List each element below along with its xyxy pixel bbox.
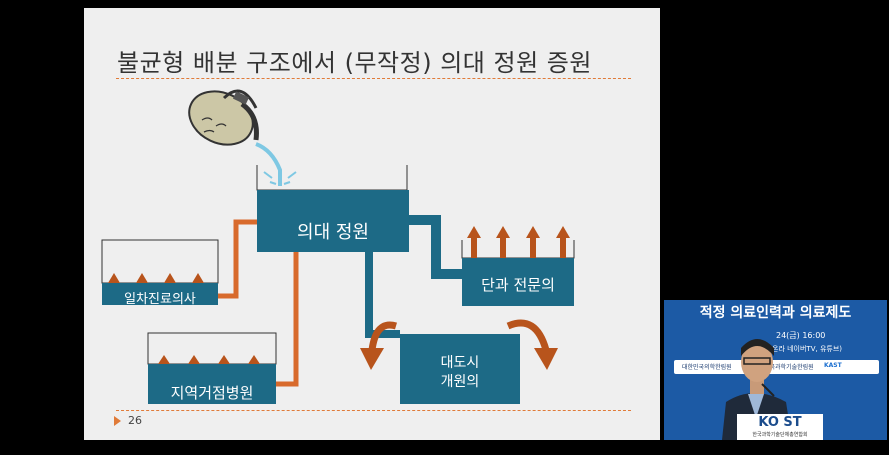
sponsor-logos-bar: 대한민국의학한림원 한국과학기술한림원 KAST [674, 360, 879, 374]
metro-line-1: 대도시 [440, 355, 480, 371]
pip-date: 24(금) 16:00 [776, 331, 826, 340]
metro-hospital-box [400, 334, 520, 404]
sponsor-logo-1: 대한민국의학한림원 [682, 364, 732, 371]
podium-logo: KO ST [758, 415, 802, 430]
podium-sign: KO ST 한국과학기술단체총연합회 [737, 414, 823, 440]
page-marker-icon [114, 416, 121, 426]
footer-divider [116, 410, 631, 411]
podium-subtitle: 한국과학기술단체총연합회 [752, 432, 808, 438]
water-pour-icon [255, 142, 297, 186]
title-divider [116, 78, 631, 79]
flow-diagram [101, 89, 575, 404]
presentation-slide: 불균형 배분 구조에서 (무작정) 의대 정원 증원 [84, 8, 660, 440]
pipes [217, 215, 462, 387]
page-number: 26 [128, 414, 142, 427]
sponsor-logo-2: 한국과학기술한림원 [764, 364, 814, 371]
metro-line-2: 개원의 [440, 374, 480, 390]
primary-care-box [102, 283, 218, 305]
uidae-box [257, 190, 409, 252]
specialist-label: 단과 전문의 [481, 276, 555, 294]
primary-care-label: 일차진료의사 [124, 292, 196, 307]
metro-hospital-label: 대도시 개원의 [400, 354, 520, 392]
regional-hospital-box [148, 364, 276, 404]
slide-title: 불균형 배분 구조에서 (무작정) 의대 정원 증원 [117, 49, 592, 77]
specialist-box [462, 258, 574, 306]
primary-care-arrows [108, 273, 204, 283]
sponsor-logo-3: KAST [824, 362, 842, 369]
pip-platform: 온라 네이버TV, 유튜브) [772, 345, 842, 353]
regional-hospital-arrows [158, 355, 260, 364]
uidae-quota-label: 의대 정원 [297, 222, 369, 243]
curved-arrow-icon [360, 319, 558, 370]
pip-title: 적정 의료인력과 의료제도 [699, 305, 852, 321]
specialist-arrows [467, 226, 570, 258]
regional-hospital-label: 지역거점병원 [170, 384, 254, 402]
kettle-icon [188, 89, 259, 146]
